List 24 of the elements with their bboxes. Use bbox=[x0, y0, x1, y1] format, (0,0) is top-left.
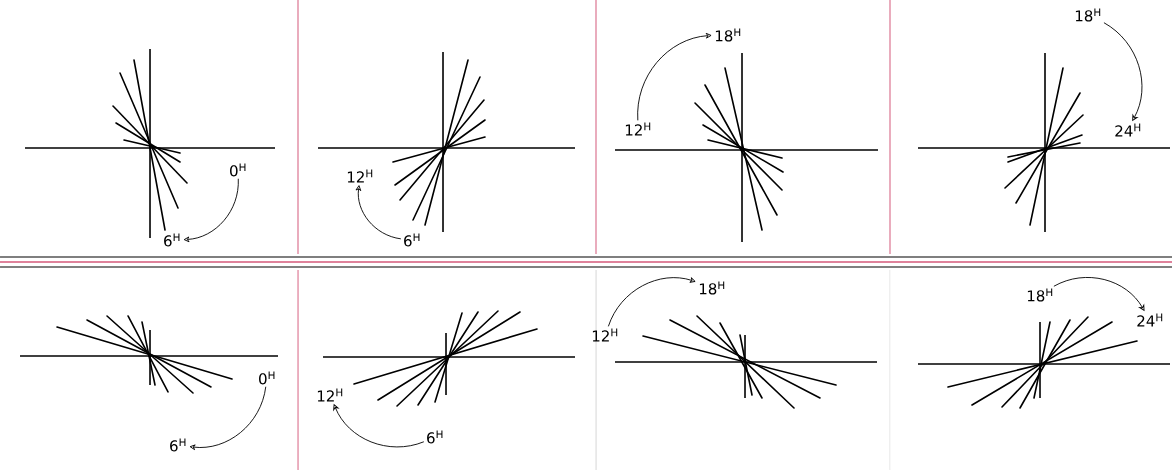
time-label: 6$^{H}$ bbox=[170, 438, 186, 452]
curved-arrow bbox=[355, 185, 402, 240]
curved-arrow bbox=[1103, 22, 1143, 121]
time-label: 18$^{H}$ bbox=[1027, 288, 1053, 302]
time-label: 18$^{H}$ bbox=[715, 28, 741, 42]
time-label: 0$^{H}$ bbox=[259, 371, 275, 385]
curved-arrow bbox=[637, 32, 712, 121]
curved-arrow bbox=[189, 386, 267, 451]
curved-arrow bbox=[183, 178, 239, 243]
curved-arrow bbox=[607, 277, 696, 327]
time-label: 6$^{H}$ bbox=[427, 430, 443, 444]
time-label: 6$^{H}$ bbox=[404, 233, 420, 247]
time-label: 12$^{H}$ bbox=[625, 122, 651, 136]
time-label: 18$^{H}$ bbox=[699, 281, 725, 295]
time-label: 12$^{H}$ bbox=[592, 328, 618, 342]
curved-arrow bbox=[1053, 277, 1145, 311]
time-label: 12$^{H}$ bbox=[347, 169, 373, 183]
time-label: 6$^{H}$ bbox=[164, 233, 180, 247]
time-label: 18$^{H}$ bbox=[1075, 8, 1101, 22]
time-label: 0$^{H}$ bbox=[230, 163, 246, 177]
time-label: 12$^{H}$ bbox=[317, 388, 343, 402]
curved-arrow bbox=[333, 404, 425, 448]
time-label: 24$^{H}$ bbox=[1137, 313, 1163, 327]
time-label: 24$^{H}$ bbox=[1115, 123, 1141, 137]
